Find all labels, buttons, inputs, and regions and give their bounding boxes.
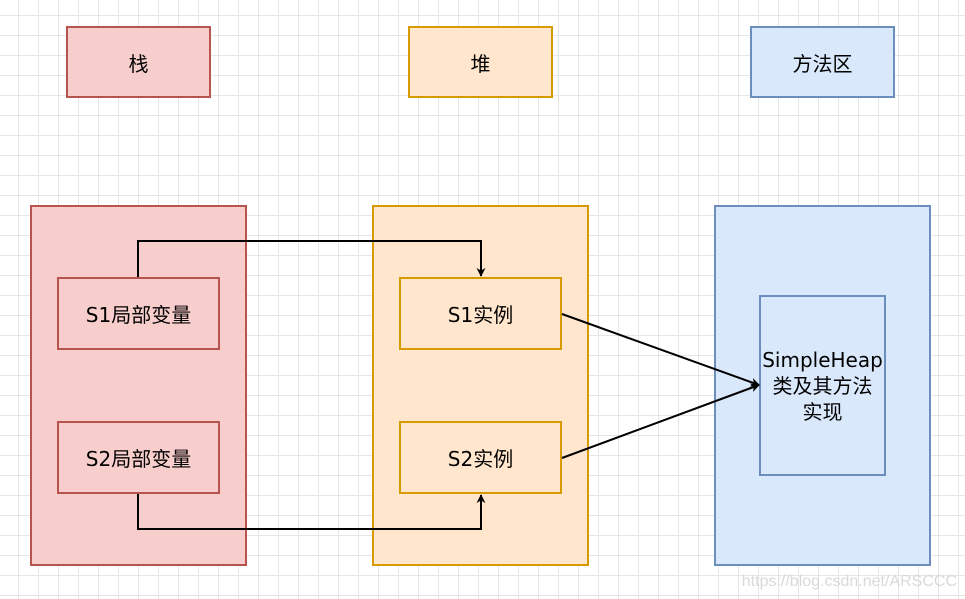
class-implementation-node: SimpleHeap 类及其方法 实现 <box>759 295 886 476</box>
watermark: https://blog.csdn.net/ARSCCC <box>741 573 957 590</box>
class-implementation-line2: 类及其方法 <box>772 373 873 398</box>
method-area-header: 方法区 <box>750 26 895 98</box>
class-implementation-line1: SimpleHeap <box>762 347 883 372</box>
s1-local-variable-node: S1局部变量 <box>57 277 220 350</box>
s1-local-variable-label: S1局部变量 <box>85 303 192 327</box>
heap-header-label: 堆 <box>470 51 491 76</box>
heap-header: 堆 <box>408 26 553 98</box>
s2-instance-node: S2实例 <box>399 421 562 494</box>
stack-container <box>30 205 247 566</box>
class-implementation-line3: 实现 <box>802 399 843 424</box>
stack-header-label: 栈 <box>128 51 149 76</box>
heap-container <box>372 205 589 566</box>
s1-instance-label: S1实例 <box>447 303 514 327</box>
stack-header: 栈 <box>66 26 211 98</box>
s2-instance-label: S2实例 <box>447 447 514 471</box>
s1-instance-node: S1实例 <box>399 277 562 350</box>
s2-local-variable-node: S2局部变量 <box>57 421 220 494</box>
method-area-header-label: 方法区 <box>792 51 853 76</box>
s2-local-variable-label: S2局部变量 <box>85 447 192 471</box>
